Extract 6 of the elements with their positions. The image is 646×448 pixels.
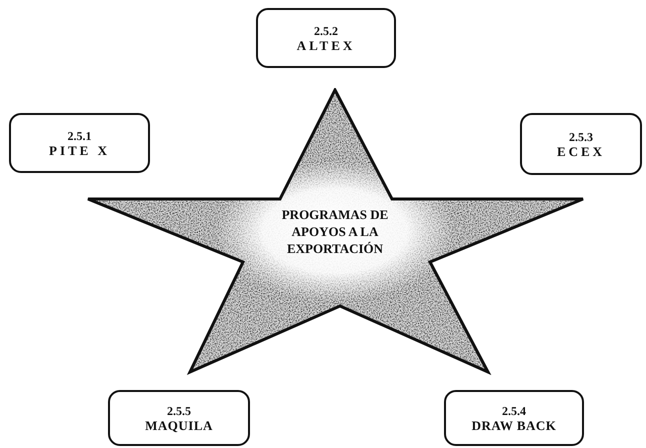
program-box: 2.5.2 ALTEX bbox=[256, 8, 396, 68]
program-box: 2.5.1 PITE X bbox=[9, 113, 150, 173]
program-box: 2.5.5 MAQUILA bbox=[108, 390, 250, 446]
star-title: PROGRAMAS DE APOYOS A LA EXPORTACIÓN bbox=[280, 206, 390, 257]
program-box: 2.5.3 ECEX bbox=[520, 113, 642, 175]
program-box: 2.5.4 DRAW BACK bbox=[444, 390, 584, 446]
